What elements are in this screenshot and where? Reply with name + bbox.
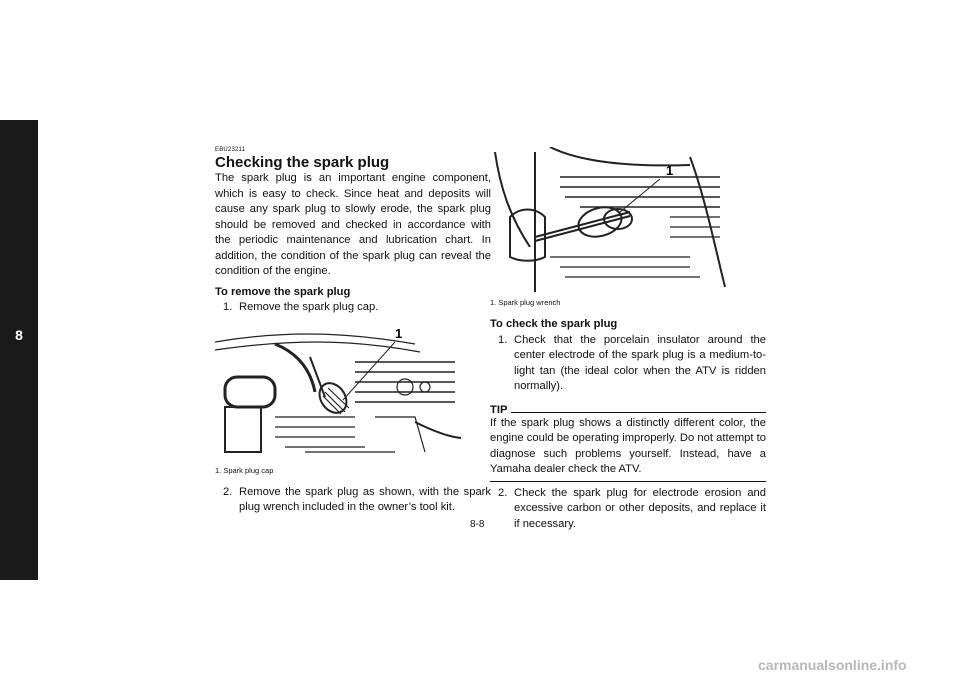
remove-heading: To remove the spark plug	[215, 285, 351, 298]
tip-text: If the spark plug shows a distinctly dif…	[490, 416, 766, 476]
right-column: 1 1. Spark plug wrench To check the spar…	[490, 147, 766, 532]
page-title: Checking the spark plug	[215, 154, 390, 171]
figure-spark-plug-cap: 1	[215, 322, 461, 462]
fig1-caption: 1. Spark plug cap	[215, 465, 274, 475]
step-text: Check that the porcelain insulator aroun…	[514, 333, 766, 393]
step-number: 1.	[223, 301, 233, 313]
step-text: Remove the spark plug cap.	[239, 301, 379, 313]
fig2-callout: 1	[666, 163, 673, 178]
tip-end-rule	[490, 480, 766, 482]
step-number: 2.	[498, 486, 508, 499]
engine-illustration-1: 1	[215, 326, 461, 453]
fig2-caption: 1. Spark plug wrench	[490, 298, 561, 307]
check-step-2: 2. Check the spark plug for electrode er…	[490, 486, 766, 533]
remove-step-1: 1. Remove the spark plug cap.	[215, 300, 491, 316]
tip-rule	[511, 411, 766, 413]
step-number: 1.	[498, 333, 508, 346]
section-code: EBU23211	[215, 147, 246, 153]
section-tab	[0, 120, 38, 580]
intro-paragraph: The spark plug is an important engine co…	[215, 172, 491, 277]
tip-header: TIP	[490, 404, 766, 416]
watermark: carmanualsonline.info	[758, 657, 907, 673]
page-number: 8-8	[470, 519, 485, 530]
figure-spark-plug-wrench: 1	[490, 147, 736, 292]
tip-label: TIP	[490, 403, 508, 416]
engine-illustration-2: 1	[494, 147, 726, 292]
check-step-1: 1. Check that the porcelain insulator ar…	[490, 333, 766, 395]
fig1-callout: 1	[395, 326, 402, 341]
section-tab-number: 8	[15, 327, 23, 343]
check-heading: To check the spark plug	[490, 318, 618, 330]
remove-step-2: 2. Remove the spark plug as shown, with …	[215, 485, 491, 516]
step-text: Check the spark plug for electrode erosi…	[514, 486, 766, 530]
step-text: Remove the spark plug as shown, with the…	[239, 485, 491, 514]
step-number: 2.	[223, 485, 233, 498]
left-column: EBU23211 Checking the spark plug The spa…	[215, 147, 491, 516]
